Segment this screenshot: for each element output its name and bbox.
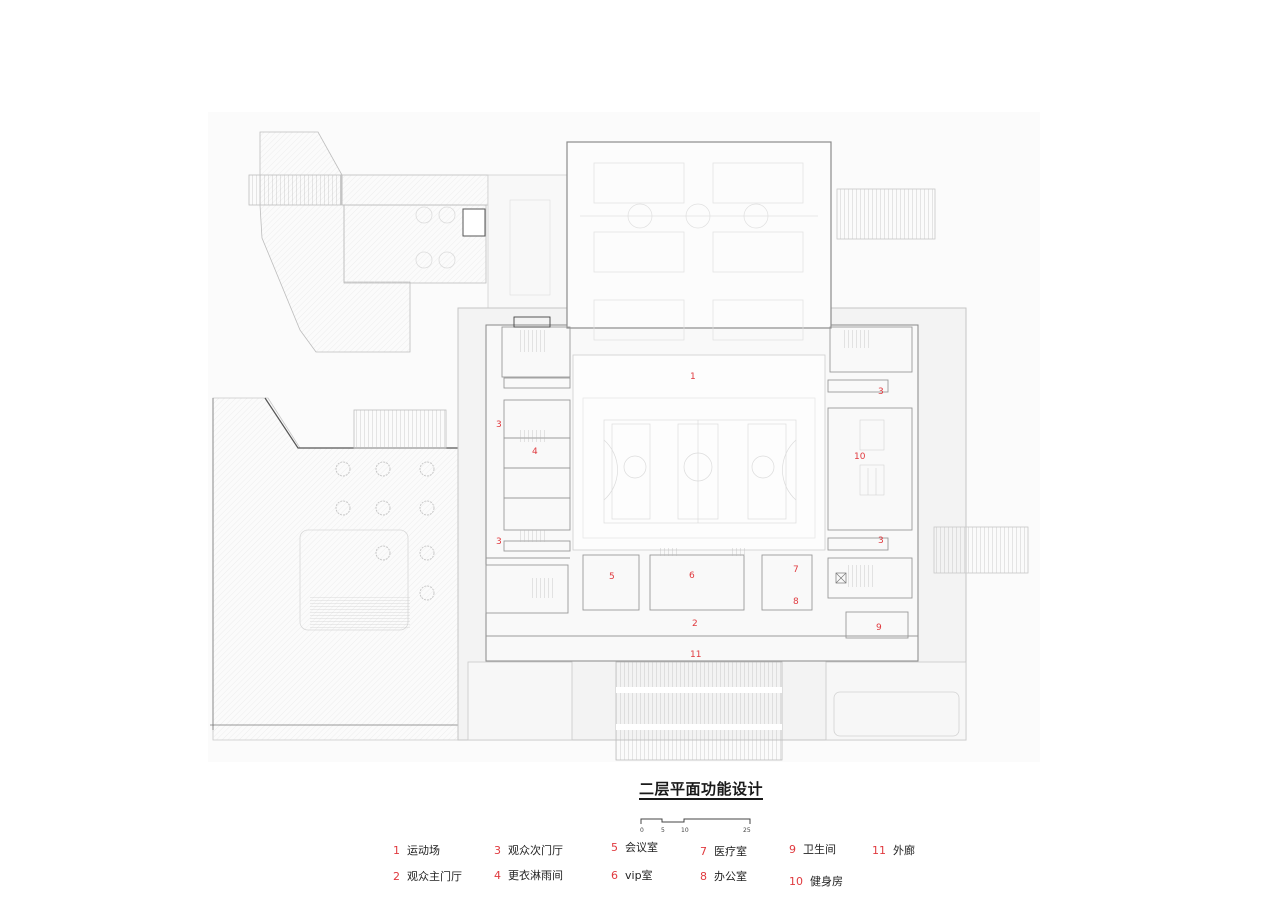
upper-gym: [566, 141, 832, 329]
room-number-label: 3: [878, 536, 884, 546]
main-arena: [572, 354, 826, 551]
floor-plan-drawing: [210, 131, 1029, 761]
room-number-label: 7: [793, 565, 799, 575]
room-number-label: 1: [690, 372, 696, 382]
scale-tick: 0: [640, 827, 644, 834]
gym-equipment: [859, 419, 885, 496]
ne-stairs: [836, 188, 936, 240]
se-ramp: [825, 661, 967, 741]
se-stairs: [933, 526, 1029, 574]
room-number-label: 4: [532, 447, 538, 457]
scale-tick: 25: [743, 827, 751, 834]
upper-courts: [580, 162, 818, 341]
room-number-label: 3: [496, 420, 502, 430]
room-number-label: 2: [692, 619, 698, 629]
scale-bar: 0 5 10 25: [640, 815, 752, 834]
scale-bar-graphic: [640, 818, 751, 824]
room-number-label: 5: [609, 572, 615, 582]
south-rooms: [485, 554, 918, 637]
west-plaza: [210, 397, 470, 741]
south-stairs: [615, 661, 783, 761]
sw-ramp: [467, 661, 573, 741]
east-rooms: [827, 326, 913, 639]
room-number-label: 6: [689, 571, 695, 581]
drawing-title: 二层平面功能设计: [639, 780, 764, 800]
nw-stairs: [248, 174, 342, 206]
basketball-court: [603, 419, 797, 524]
room-number-label: 8: [793, 597, 799, 607]
room-number-label: 10: [854, 452, 866, 462]
room-number-label: 9: [876, 623, 882, 633]
west-stairs: [353, 409, 447, 449]
room-number-label: 3: [496, 537, 502, 547]
nw-lift-box: [462, 208, 486, 237]
nw-court: [487, 174, 569, 328]
room-number-label: 11: [690, 650, 702, 660]
room-number-label: 3: [878, 387, 884, 397]
scale-tick: 10: [681, 827, 689, 834]
scale-tick: 5: [661, 827, 665, 834]
